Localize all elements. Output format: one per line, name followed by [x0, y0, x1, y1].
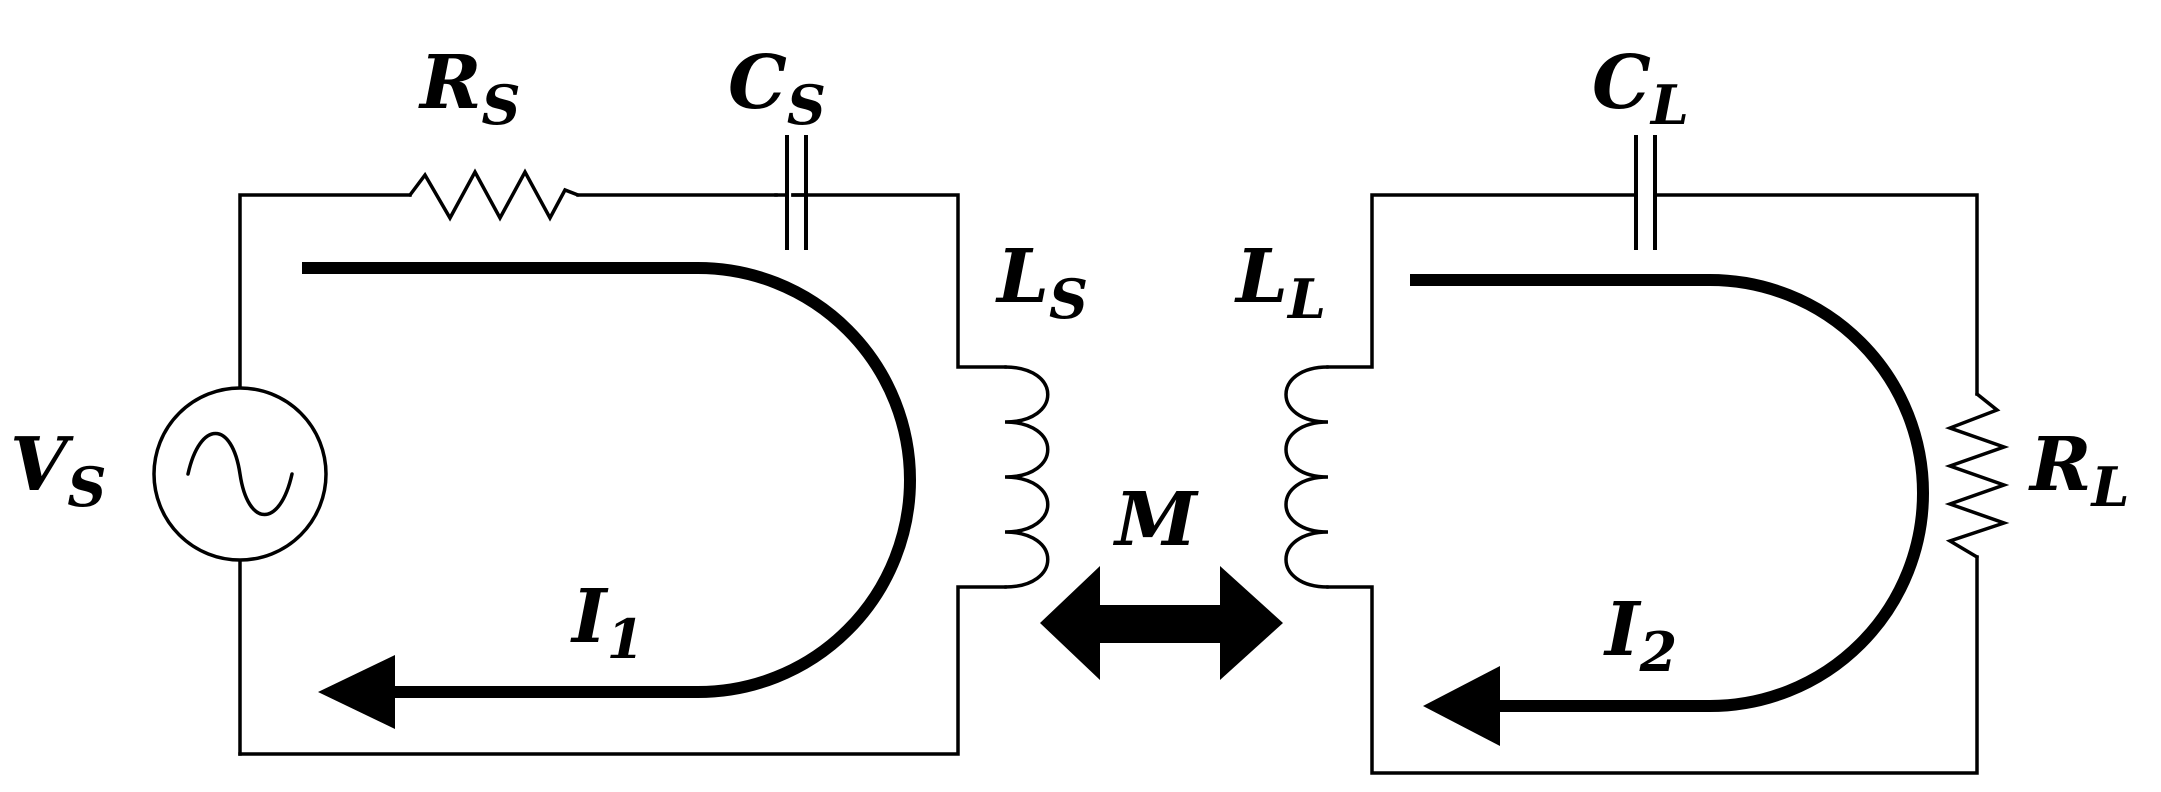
source-voltage-icon [152, 386, 328, 562]
source-current-arrowhead [318, 655, 395, 729]
load-circuit [1284, 135, 2010, 775]
load-capacitor-label: CL [1592, 40, 1689, 137]
source-voltage-label: VS [10, 422, 106, 519]
load-current-arrow [1410, 274, 1930, 712]
mutual-coupling-arrow [1040, 566, 1283, 680]
load-inductor-label: LL [1234, 234, 1326, 331]
load-bottom-wire [1326, 555, 1979, 775]
load-current-label: I2 [1603, 587, 1677, 684]
mutual-inductance-label: M [1112, 477, 1199, 563]
source-inductor [1003, 365, 1050, 589]
source-capacitor [774, 135, 808, 250]
source-current-label: I1 [570, 574, 644, 671]
source-bottom-wire [238, 585, 1007, 756]
load-resistor [1944, 392, 2010, 559]
source-right-top-wire [791, 193, 1007, 369]
load-right-top-wire [1653, 193, 1979, 396]
load-resistor-label: RL [2028, 422, 2129, 519]
source-top-left-wire [238, 193, 412, 389]
load-left-top-wire [1326, 193, 1638, 369]
source-current-arrow [302, 262, 917, 698]
source-circuit [152, 135, 1050, 756]
load-capacitor [1634, 135, 1657, 250]
source-inductor-label: LS [995, 234, 1088, 331]
load-current-arrowhead [1423, 666, 1500, 746]
source-resistor-label: RS [418, 40, 521, 137]
source-capacitor-label: CS [728, 40, 826, 137]
source-resistor [408, 168, 580, 222]
load-inductor [1284, 365, 1330, 589]
